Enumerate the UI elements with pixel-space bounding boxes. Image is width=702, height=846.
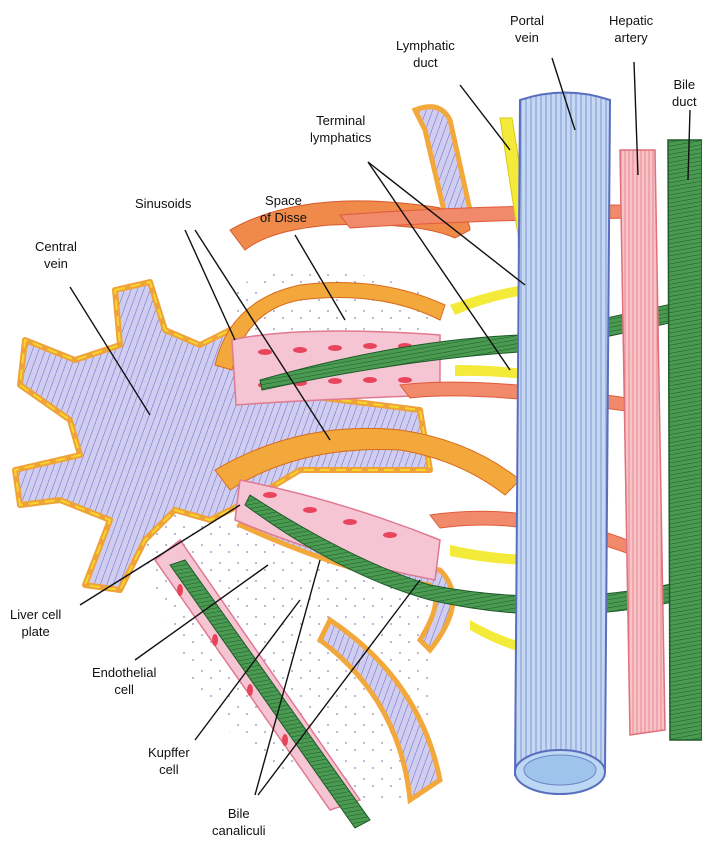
- label-sinusoids: Sinusoids: [135, 195, 191, 212]
